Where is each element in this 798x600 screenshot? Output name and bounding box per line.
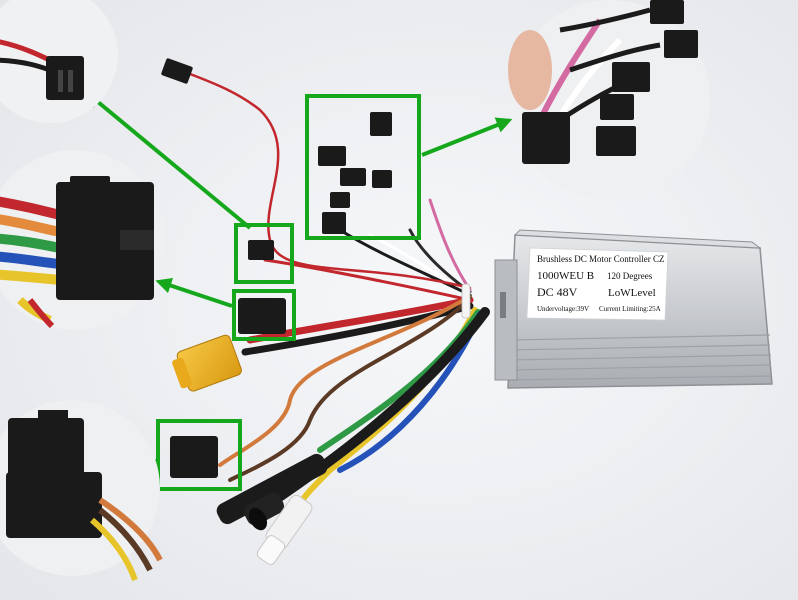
throttle-plug	[216, 453, 328, 531]
highlight-box-lower-connector	[156, 419, 242, 491]
zip-tie	[461, 283, 471, 319]
arrow-to-mid-left-zoom	[155, 277, 233, 308]
connector-brake	[238, 298, 286, 334]
highlight-box-red-connector	[234, 223, 294, 284]
label-title: Brushless DC Motor Controller CZ	[537, 254, 665, 264]
zoom-circle-bottom-left	[0, 400, 163, 582]
arrow-to-top-right-zoom	[421, 117, 513, 157]
highlight-boxes	[156, 94, 421, 491]
label-voltage: DC 48V	[537, 285, 578, 299]
white-plug	[256, 494, 313, 565]
label-model: 1000WEU B	[537, 270, 594, 282]
label-degrees: 120 Degrees	[607, 271, 653, 281]
xt60-connector	[172, 334, 242, 392]
label-undervoltage: Undervoltage:39V	[537, 305, 589, 313]
zoom-circle-mid-left	[0, 150, 165, 330]
label-current-limit: Current Limiting:25A	[599, 305, 661, 313]
zoom-circle-top-right	[508, 0, 710, 200]
highlight-box-harness	[305, 94, 421, 240]
label-level: LoWLevel	[608, 287, 656, 299]
highlight-box-brake-connector	[232, 289, 296, 341]
harness-connectors	[318, 112, 392, 234]
connector-lower	[170, 436, 218, 478]
zoom-circle-top-left	[0, 0, 118, 123]
controller-label	[526, 247, 669, 321]
connector-mid	[248, 240, 274, 260]
arrow-to-top-left-zoom	[85, 91, 252, 230]
motor-controller: Brushless DC Motor Controller CZ 1000WEU…	[494, 229, 773, 389]
small-connector-top	[161, 58, 193, 84]
